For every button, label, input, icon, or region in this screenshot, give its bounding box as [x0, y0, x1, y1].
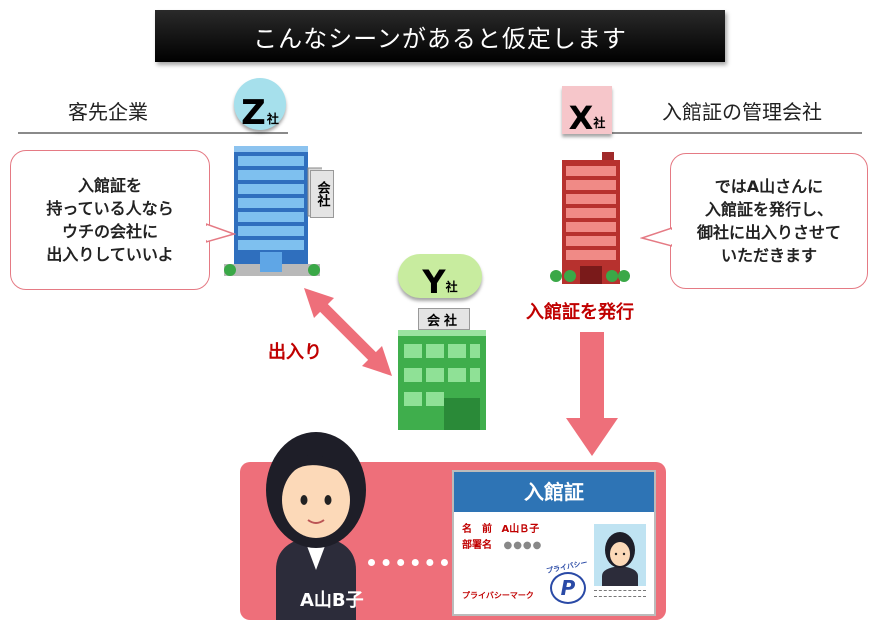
- title-banner: こんなシーンがあると仮定します: [155, 10, 725, 62]
- company-x-letter: X: [568, 99, 594, 137]
- page-title: こんなシーンがあると仮定します: [253, 24, 627, 53]
- company-y-suffix: 社: [445, 280, 458, 294]
- company-y-building-icon: [398, 330, 486, 430]
- privacy-mark-icon: プライバシー P: [544, 559, 590, 604]
- company-z-letter: Z: [241, 93, 266, 133]
- left-bubble-line: 入館証を: [77, 175, 142, 195]
- left-bubble-tail: [206, 223, 236, 243]
- photo-signature-line: [594, 590, 646, 591]
- right-section-label: 入館証の管理会社: [662, 100, 822, 124]
- left-speech-bubble: 入館証を 持っている人なら ウチの会社に 出入りしていいよ: [10, 150, 210, 290]
- issue-label: 入館証を発行: [526, 302, 634, 323]
- left-bubble-line: 持っている人なら: [46, 198, 174, 218]
- company-x-suffix: 社: [593, 116, 606, 130]
- pass-card-dept-value: ●●●●: [503, 540, 543, 551]
- access-double-arrow-icon: [304, 288, 392, 376]
- photo-signature-line: [594, 596, 646, 597]
- privacy-mark-letter: P: [550, 572, 586, 604]
- access-label: 出入り: [268, 342, 322, 363]
- photo-icon: [594, 524, 646, 586]
- right-divider: [580, 132, 862, 134]
- pass-card-name-label: 名 前: [462, 524, 492, 535]
- company-z-building-icon: [224, 146, 322, 276]
- dotted-connector: [368, 559, 448, 566]
- person-illustration-icon: [266, 432, 366, 620]
- pass-card-name-value: A山Ｂ子: [501, 524, 540, 535]
- company-y-letter: Y: [422, 263, 446, 301]
- company-y-sign: 会社: [418, 308, 470, 330]
- right-bubble-line: 入館証を発行し、: [704, 199, 833, 219]
- person-name: A山B子: [300, 590, 364, 611]
- left-section-label: 客先企業: [68, 100, 148, 124]
- pass-card-title: 入館証: [454, 472, 654, 512]
- left-bubble-line: ウチの会社に: [61, 222, 158, 241]
- right-speech-bubble: ではA山さんに 入館証を発行し、 御社に出入りさせて いただきます: [670, 153, 868, 289]
- left-divider: [18, 132, 288, 134]
- pass-card: 入館証 名 前 A山Ｂ子 部署名 ●●●● プライバシーマーク プライバシー P: [452, 470, 656, 616]
- pass-card-privacy-label: プライバシーマーク: [462, 591, 534, 600]
- company-x-building-icon: [550, 152, 630, 284]
- pass-card-dept-label: 部署名: [462, 540, 492, 551]
- right-bubble-line: ではA山さんに: [714, 176, 824, 196]
- company-z-sign: 会社: [310, 170, 334, 218]
- left-bubble-line: 出入りしていいよ: [46, 245, 174, 265]
- right-bubble-tail: [640, 227, 672, 247]
- right-bubble-line: いただきます: [720, 246, 817, 266]
- right-bubble-line: 御社に出入りさせて: [696, 223, 841, 242]
- issue-arrow-icon: [566, 332, 618, 456]
- company-z-suffix: 社: [266, 112, 279, 126]
